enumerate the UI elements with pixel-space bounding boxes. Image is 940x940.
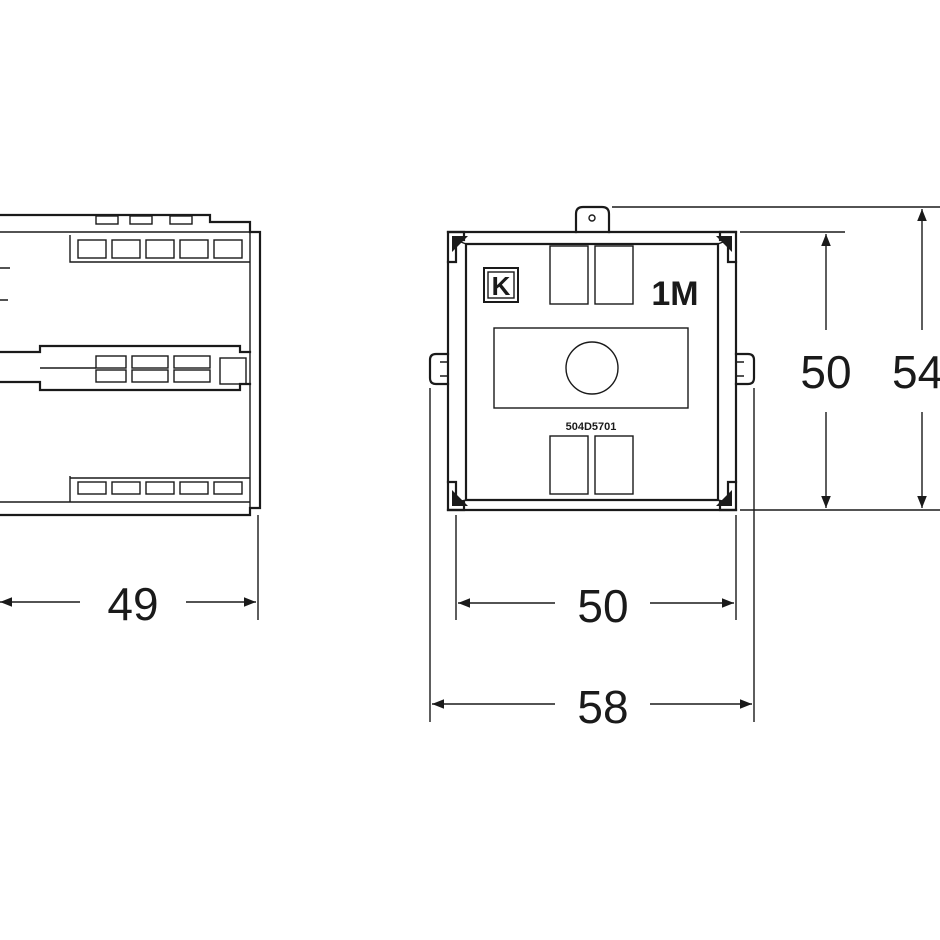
terminal-window bbox=[594, 245, 634, 305]
label-plate bbox=[493, 327, 689, 409]
front-inner-height-dimension: 50 bbox=[740, 231, 940, 511]
front-outer-width-dimension: 58 bbox=[429, 388, 755, 733]
center-hole bbox=[565, 341, 619, 395]
side-middle-rail bbox=[0, 344, 252, 392]
side-view: 49 bbox=[0, 213, 262, 630]
part-code: 504D5701 bbox=[566, 421, 617, 433]
front-inner-width-dimension: 50 bbox=[455, 515, 737, 632]
front-outer-height-dimension: 54 bbox=[612, 206, 940, 508]
side-top-tabs bbox=[69, 215, 250, 263]
terminal-window bbox=[594, 435, 634, 495]
brand-logo-letter: K bbox=[492, 271, 511, 301]
front-view: K 1M 504D5701 50 58 bbox=[428, 205, 940, 733]
side-bottom-tabs bbox=[69, 476, 250, 502]
terminal-window bbox=[549, 435, 589, 495]
front-outer-width-label: 58 bbox=[577, 681, 628, 733]
side-width-label: 49 bbox=[107, 578, 158, 630]
front-inner-width-label: 50 bbox=[577, 580, 628, 632]
brand-logo: K bbox=[483, 267, 519, 303]
terminal-window bbox=[549, 245, 589, 305]
side-width-dimension: 49 bbox=[0, 515, 259, 630]
front-outer-height-label: 54 bbox=[892, 346, 940, 398]
module-label: 1M bbox=[651, 275, 698, 313]
front-inner-height-label: 50 bbox=[800, 346, 851, 398]
